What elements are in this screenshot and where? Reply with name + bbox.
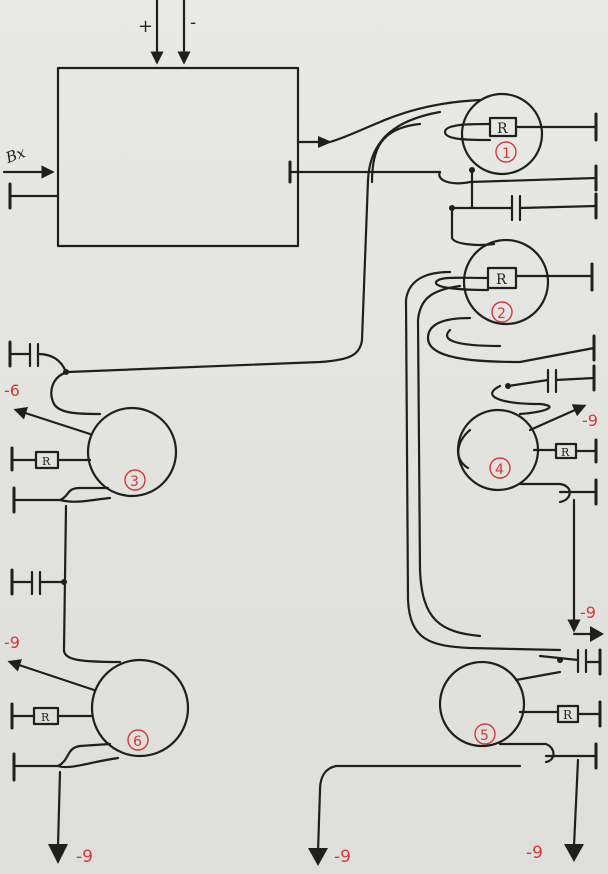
svg-text:R: R bbox=[497, 121, 508, 137]
supply-plus-label: + bbox=[138, 16, 153, 37]
unit-5: 5 R -9 -9 bbox=[308, 660, 602, 867]
unit2-number: 2 bbox=[497, 306, 506, 322]
svg-text:R: R bbox=[563, 708, 573, 722]
unit4-out-voltage: -9 bbox=[580, 603, 596, 622]
unit6-out-voltage: -9 bbox=[76, 847, 93, 867]
bx-input: Bx bbox=[2, 143, 60, 210]
bx-label: Bx bbox=[2, 143, 28, 167]
svg-text:R: R bbox=[41, 711, 50, 724]
unit-2: R 2 bbox=[404, 238, 596, 652]
unit-6: 6 -9 R -9 bbox=[4, 633, 190, 867]
unit-4: 4 R -9 -9 bbox=[456, 404, 604, 642]
unit5-number: 5 bbox=[480, 728, 489, 744]
unit5-out-left-voltage: -9 bbox=[334, 847, 351, 867]
unit4-number: 4 bbox=[495, 462, 504, 478]
svg-text:R: R bbox=[42, 455, 51, 468]
unit-3: 3 -6 R bbox=[4, 340, 178, 664]
unit-1: R 1 bbox=[438, 92, 598, 246]
unit6-number: 6 bbox=[133, 734, 142, 750]
supply-minus-label: - bbox=[190, 12, 196, 33]
svg-text:R: R bbox=[561, 446, 570, 459]
supply-inputs: + - bbox=[138, 0, 196, 65]
capacitor-unit5 bbox=[538, 648, 602, 676]
main-block bbox=[56, 66, 300, 248]
unit3-number: 3 bbox=[130, 474, 139, 490]
unit3-voltage: -6 bbox=[4, 381, 20, 400]
wire-box-to-unit3 bbox=[50, 110, 442, 416]
unit4-voltage: -9 bbox=[582, 411, 598, 430]
unit6-voltage: -9 bbox=[4, 633, 20, 652]
unit5-out-right-voltage: -9 bbox=[526, 843, 543, 863]
svg-text:R: R bbox=[496, 272, 507, 288]
unit1-number: 1 bbox=[502, 146, 511, 162]
